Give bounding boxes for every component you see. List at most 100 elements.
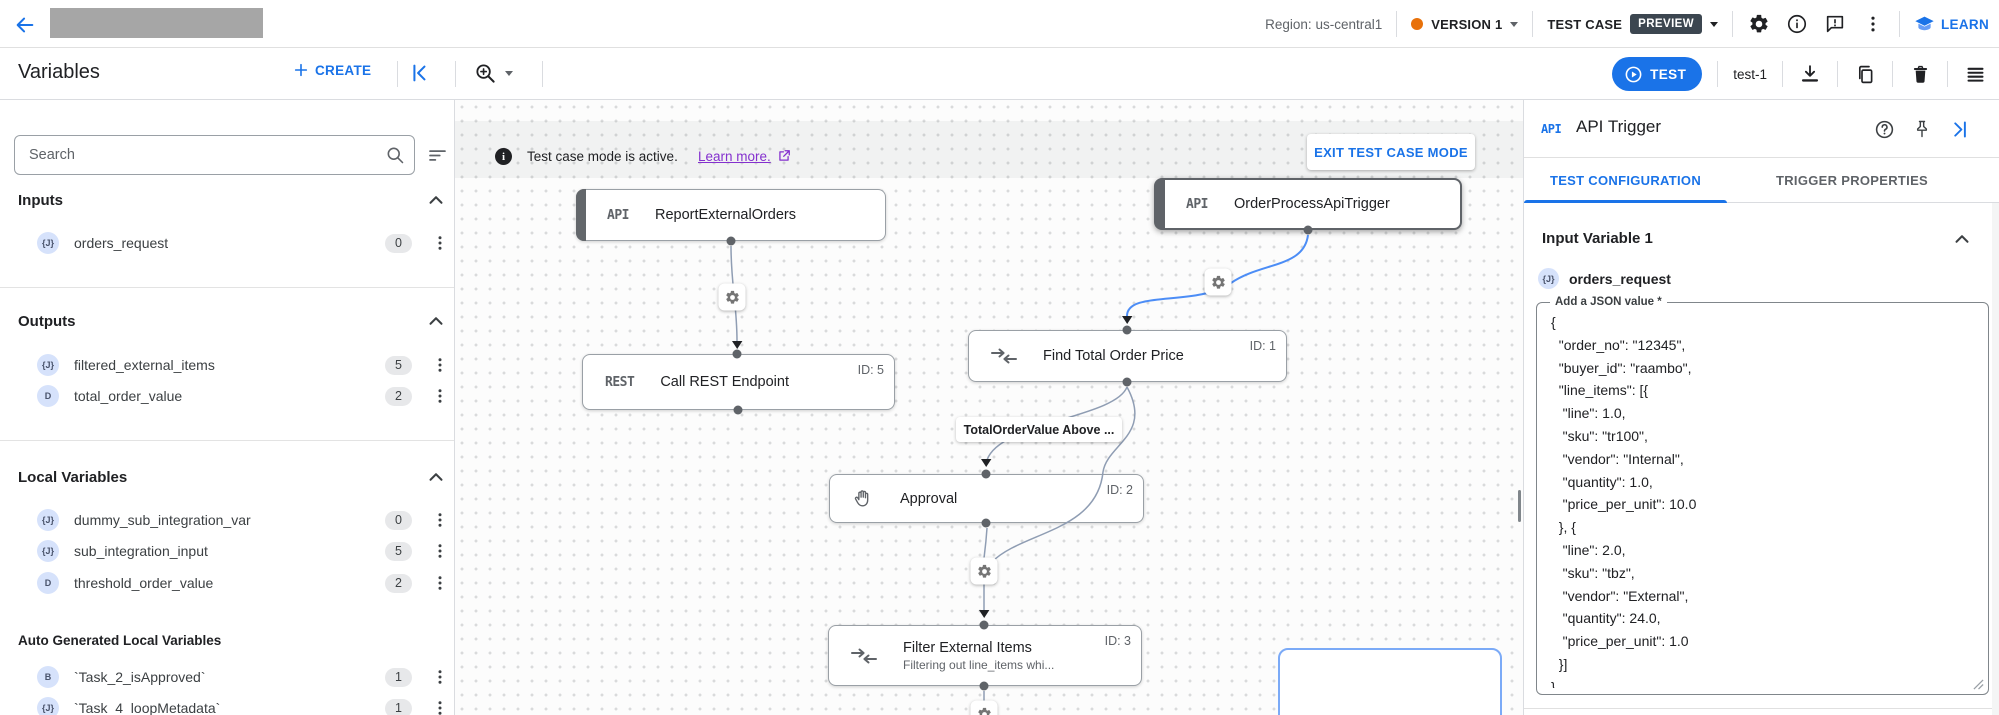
double-type-icon: D [37, 572, 59, 594]
json-value-text[interactable]: { "order_no": "12345", "buyer_id": "raam… [1551, 314, 1697, 688]
test-case-selector[interactable]: TEST CASE PREVIEW [1547, 14, 1718, 34]
boolean-type-icon: B [37, 666, 59, 688]
chevron-up-icon[interactable] [425, 310, 447, 332]
tab-trigger-properties[interactable]: TRIGGER PROPERTIES [1775, 172, 1929, 188]
divider [0, 287, 454, 288]
node-id: ID: 2 [1106, 483, 1133, 497]
variables-toolbar: Variables CREATE TEST test-1 [0, 48, 1999, 100]
variable-row[interactable]: {J} `Task_4_loopMetadata` 1 [0, 693, 454, 715]
test-case-name[interactable]: test-1 [1733, 66, 1767, 82]
divider [1524, 708, 1999, 709]
copy-icon[interactable] [1853, 62, 1877, 86]
search-input[interactable] [14, 135, 415, 175]
section-inputs[interactable]: Inputs [0, 185, 454, 215]
help-icon[interactable] [1872, 117, 1896, 141]
chevron-up-icon[interactable] [425, 466, 447, 488]
chevron-up-icon[interactable] [1951, 228, 1973, 250]
empty-annotation-box[interactable] [1278, 648, 1502, 715]
edge-condition-label[interactable]: TotalOrderValue Above ... [956, 417, 1122, 442]
count-badge: 1 [385, 667, 412, 687]
variable-row[interactable]: D total_order_value 2 [0, 381, 454, 411]
panel-variable-row: {J} orders_request [1538, 268, 1671, 289]
chevron-down-icon [1710, 21, 1718, 27]
workflow-canvas[interactable]: API ReportExternalOrders REST Call REST … [455, 100, 1523, 715]
node-subtitle: Filtering out line_items whi... [903, 657, 1055, 672]
back-arrow-icon[interactable] [14, 14, 36, 36]
json-type-icon: {J} [37, 540, 59, 562]
banner-info-icon: i [495, 148, 512, 165]
info-icon[interactable] [1785, 12, 1809, 36]
row-kebab-icon[interactable] [431, 511, 449, 529]
node-approval[interactable]: Approval ID: 2 [829, 474, 1144, 523]
collapse-panel-right-icon[interactable] [1948, 117, 1972, 141]
variable-name: orders_request [74, 235, 169, 251]
api-trigger-panel: API API Trigger TEST CONFIGURATION TRIGG… [1523, 100, 1999, 715]
row-kebab-icon[interactable] [431, 574, 449, 592]
section-local-variables[interactable]: Local Variables [0, 462, 454, 492]
node-call-rest-endpoint[interactable]: REST Call REST Endpoint ID: 5 [582, 354, 895, 410]
version-selector[interactable]: VERSION 1 [1411, 17, 1519, 32]
row-kebab-icon[interactable] [431, 542, 449, 560]
learn-button[interactable]: LEARN [1914, 14, 1989, 35]
variable-row[interactable]: {J} dummy_sub_integration_var 0 [0, 505, 454, 535]
test-button[interactable]: TEST [1612, 57, 1703, 91]
node-accent-bar [576, 189, 586, 241]
edge-gear-icon[interactable] [970, 700, 998, 715]
resize-handle-icon[interactable] [1973, 679, 1984, 690]
tab-test-configuration[interactable]: TEST CONFIGURATION [1524, 158, 1727, 203]
menu-icon[interactable] [1963, 62, 1987, 86]
json-type-icon: {J} [1538, 268, 1559, 289]
top-header: Region: us-central1 VERSION 1 TEST CASE … [0, 0, 1999, 48]
canvas-zoom-control[interactable] [474, 62, 513, 85]
learn-more-link[interactable]: Learn more. [698, 149, 771, 164]
row-kebab-icon[interactable] [431, 668, 449, 686]
node-title: Approval [900, 490, 958, 507]
json-value-field[interactable]: Add a JSON value * { "order_no": "12345"… [1536, 296, 1989, 695]
node-title: Filter External Items [903, 639, 1032, 656]
section-outputs[interactable]: Outputs [0, 306, 454, 336]
divider [1717, 61, 1719, 87]
variable-row[interactable]: B `Task_2_isApproved` 1 [0, 662, 454, 692]
divider [1532, 11, 1534, 37]
row-kebab-icon[interactable] [431, 699, 449, 715]
divider [1899, 11, 1900, 37]
variable-row[interactable]: {J} orders_request 0 [0, 228, 454, 258]
node-filter-external-items[interactable]: Filter External Items Filtering out line… [828, 625, 1142, 686]
edge-gear-icon[interactable] [970, 557, 998, 585]
divider [1837, 61, 1838, 87]
sort-icon[interactable] [427, 145, 448, 166]
edge-gear-icon[interactable] [718, 283, 746, 311]
panel-scrollbar-track[interactable] [1992, 203, 1999, 715]
node-report-external-orders[interactable]: API ReportExternalOrders [576, 189, 886, 241]
divider [397, 61, 398, 87]
variable-row[interactable]: {J} sub_integration_input 5 [0, 536, 454, 566]
row-kebab-icon[interactable] [431, 234, 449, 252]
node-find-total-order-price[interactable]: Find Total Order Price ID: 1 [968, 330, 1287, 382]
count-badge: 2 [385, 573, 412, 593]
feedback-icon[interactable] [1823, 12, 1847, 36]
row-kebab-icon[interactable] [431, 356, 449, 374]
chevron-down-icon [505, 71, 513, 76]
create-variable-button[interactable]: CREATE [293, 62, 371, 78]
variable-row[interactable]: {J} filtered_external_items 5 [0, 350, 454, 380]
settings-gear-icon[interactable] [1747, 12, 1771, 36]
divider [1782, 61, 1783, 87]
canvas-scrollbar-thumb[interactable] [1518, 490, 1521, 522]
chevron-up-icon[interactable] [425, 189, 447, 211]
download-icon[interactable] [1798, 62, 1822, 86]
delete-trash-icon[interactable] [1908, 62, 1932, 86]
node-order-process-api-trigger[interactable]: API OrderProcessApiTrigger [1154, 178, 1462, 230]
exit-test-case-mode-button[interactable]: EXIT TEST CASE MODE [1307, 134, 1475, 170]
divider [1396, 11, 1398, 37]
school-icon [1915, 16, 1934, 30]
region-label: Region: us-central1 [1265, 16, 1383, 32]
more-options-kebab-icon[interactable] [1861, 12, 1885, 36]
variable-row[interactable]: D threshold_order_value 2 [0, 568, 454, 598]
collapse-panel-icon[interactable] [408, 62, 430, 84]
external-link-icon [777, 149, 791, 163]
row-kebab-icon[interactable] [431, 387, 449, 405]
pin-icon[interactable] [1910, 117, 1934, 141]
edge-gear-icon[interactable] [1204, 268, 1232, 296]
plus-icon [294, 63, 308, 77]
